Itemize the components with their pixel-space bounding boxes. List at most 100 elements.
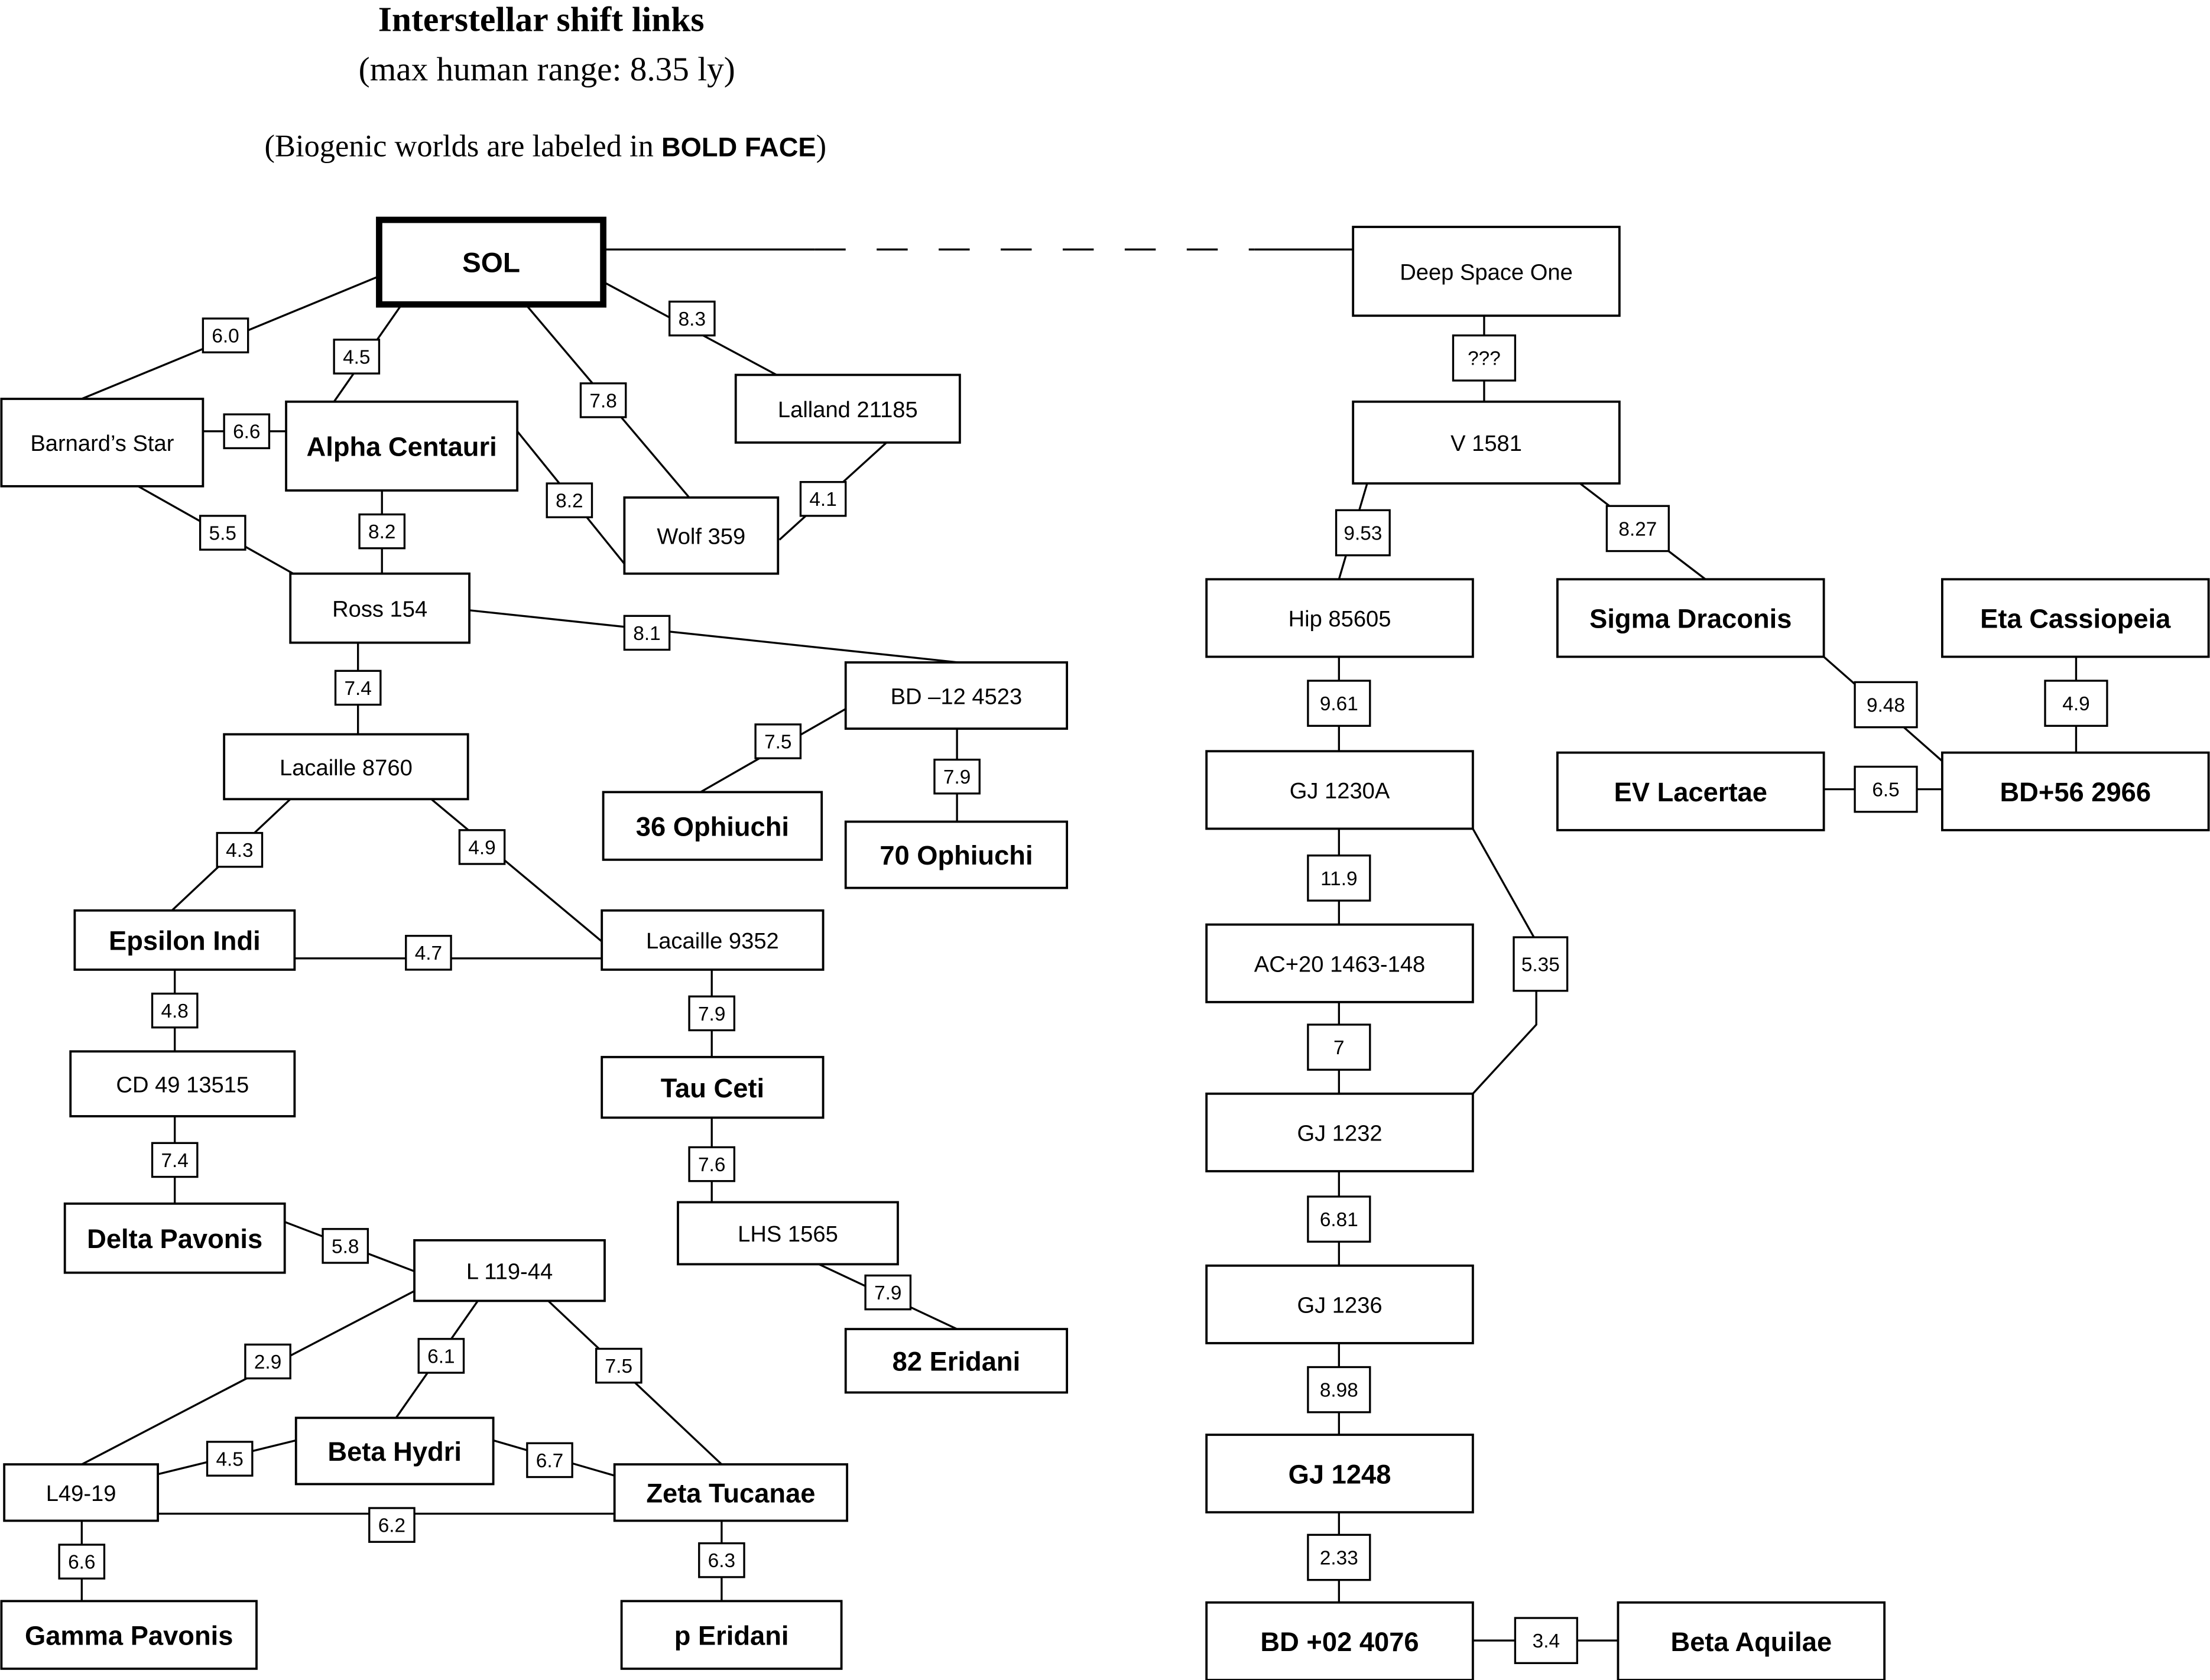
- star-node-lac9352[interactable]: Lacaille 9352: [601, 909, 825, 971]
- distance-label-box: [1307, 1366, 1371, 1413]
- distance-label-ac20-gj1232: 7: [1307, 1023, 1371, 1071]
- star-node-label: BD –12 4523: [891, 684, 1023, 709]
- star-node-gj1232[interactable]: GJ 1232: [1205, 1092, 1474, 1172]
- star-node-evlac[interactable]: EV Lacertae: [1556, 751, 1825, 831]
- star-node-gj1248[interactable]: GJ 1248: [1205, 1434, 1474, 1514]
- edge-line-ross154-bd12: [469, 609, 959, 664]
- star-node-box: [285, 400, 519, 492]
- star-node-box: [0, 398, 205, 488]
- star-node-box: [844, 820, 1069, 889]
- star-node-label: Sigma Draconis: [1589, 604, 1792, 634]
- star-node-sigdra[interactable]: Sigma Draconis: [1556, 578, 1825, 658]
- star-node-box: [69, 1050, 296, 1117]
- star-node-ac20[interactable]: AC+20 1463-148: [1205, 923, 1474, 1003]
- distance-label-sol-alphacen: 4.5: [333, 339, 381, 375]
- star-node-gj1236[interactable]: GJ 1236: [1205, 1264, 1474, 1344]
- star-node-lhs1565[interactable]: LHS 1565: [677, 1201, 899, 1266]
- distance-label-barnard-alphacen: 6.6: [223, 413, 271, 450]
- star-node-bd02[interactable]: BD +02 4076: [1205, 1601, 1474, 1680]
- star-node-label: Zeta Tucanae: [646, 1478, 815, 1508]
- distance-label-box: [1854, 765, 1918, 813]
- star-node-sol[interactable]: SOL: [376, 216, 606, 308]
- star-node-label: Gamma Pavonis: [25, 1620, 233, 1650]
- nodes-layer: SOL Barnard’s Star Alpha Centauri Lalland 2…: [0, 216, 2210, 1680]
- distance-label-box: [405, 935, 452, 971]
- star-node-label: 70 Ophiuchi: [880, 840, 1033, 870]
- star-node-cd49[interactable]: CD 49 13515: [69, 1050, 296, 1117]
- distance-label-box: [546, 482, 593, 518]
- distance-label-box: [623, 615, 671, 651]
- star-node-box: [844, 1328, 1069, 1394]
- star-node-lalland[interactable]: Lalland 21185: [734, 373, 961, 444]
- star-node-box: [376, 216, 606, 308]
- star-node-label: EV Lacertae: [1614, 777, 1767, 807]
- distance-label-box: [333, 339, 381, 375]
- star-node-deltapav[interactable]: Delta Pavonis: [63, 1202, 286, 1274]
- distance-label-text: 9.53: [1343, 522, 1382, 544]
- star-node-label: BD +02 4076: [1260, 1627, 1419, 1657]
- distance-label-box: [199, 515, 246, 551]
- star-node-zetatuc[interactable]: Zeta Tucanae: [613, 1463, 849, 1522]
- star-node-gammapav[interactable]: Gamma Pavonis: [0, 1600, 258, 1670]
- legend-note-suffix: ): [816, 129, 826, 164]
- distance-label-box: [688, 995, 736, 1032]
- star-node-box: [1205, 750, 1474, 830]
- star-node-v1581[interactable]: V 1581: [1352, 400, 1621, 485]
- star-node-barnard[interactable]: Barnard’s Star: [0, 398, 205, 488]
- star-node-box: [1556, 578, 1825, 658]
- star-node-gj1230a[interactable]: GJ 1230A: [1205, 750, 1474, 830]
- distance-label-text: 9.61: [1320, 693, 1358, 715]
- distance-label-box: [754, 723, 802, 759]
- star-node-l119[interactable]: L 119-44: [413, 1239, 606, 1302]
- star-node-bd12[interactable]: BD –12 4523: [844, 661, 1069, 730]
- distance-label-box: [322, 1228, 369, 1264]
- star-node-eri82[interactable]: 82 Eridani: [844, 1328, 1069, 1394]
- star-node-betahyd[interactable]: Beta Hydri: [294, 1416, 495, 1486]
- distance-label-epsind-lac9352: 4.7: [405, 935, 452, 971]
- star-node-label: Barnard’s Star: [30, 431, 174, 456]
- distance-label-text: 6.6: [68, 1552, 95, 1574]
- star-node-alphacen[interactable]: Alpha Centauri: [285, 400, 519, 492]
- distance-label-text: 7.5: [764, 731, 791, 753]
- star-node-oph36[interactable]: 36 Ophiuchi: [602, 791, 823, 861]
- star-node-ross154[interactable]: Ross 154: [289, 572, 470, 644]
- star-node-box: [0, 1600, 258, 1670]
- star-node-box: [1205, 1601, 1474, 1680]
- diagram-title: Interstellar shift links: [378, 0, 705, 38]
- distance-label-box: [368, 1507, 416, 1543]
- star-node-betaaql[interactable]: Beta Aquilae: [1617, 1601, 1886, 1680]
- star-node-label: 82 Eridani: [893, 1346, 1020, 1376]
- distance-label-text: 6.81: [1320, 1209, 1358, 1231]
- distance-label-gj1230a-gj1232: 11.9: [1307, 854, 1371, 902]
- distance-label-text: 11.9: [1320, 868, 1357, 890]
- star-node-label: GJ 1230A: [1290, 778, 1390, 804]
- diagram-subtitle: (max human range: 8.35 ly): [359, 51, 735, 88]
- star-node-l4919[interactable]: L49-19: [3, 1463, 159, 1522]
- star-node-peri[interactable]: p Eridani: [620, 1600, 843, 1670]
- distance-label-box: [864, 1274, 912, 1311]
- star-node-ds1[interactable]: Deep Space One: [1352, 226, 1621, 317]
- star-node-label: GJ 1248: [1289, 1459, 1391, 1489]
- star-node-bd56[interactable]: BD+56 2966: [1941, 751, 2210, 831]
- star-node-box: [1205, 578, 1474, 658]
- distance-label-evlac-bd56: 6.5: [1854, 765, 1918, 813]
- distance-label-box: [698, 1542, 745, 1578]
- distance-label-text: 4.7: [415, 943, 442, 964]
- star-node-wolf359[interactable]: Wolf 359: [623, 496, 780, 575]
- star-node-label: Beta Hydri: [327, 1437, 462, 1467]
- distance-label-lac9352-tauceti: 7.9: [688, 995, 736, 1032]
- distance-label-lac8760-epsind: 4.3: [216, 831, 264, 868]
- star-node-etacas[interactable]: Eta Cassiopeia: [1941, 578, 2210, 658]
- distance-label-box: [1605, 505, 1670, 553]
- distance-label-text: 8.3: [679, 308, 706, 330]
- distance-label-sol-barnard: 6.0: [202, 317, 249, 353]
- legend-note: (Biogenic worlds are labeled in BOLD FAC…: [265, 129, 827, 164]
- star-node-lac8760[interactable]: Lacaille 8760: [223, 733, 469, 801]
- star-node-epsind[interactable]: Epsilon Indi: [73, 909, 296, 971]
- star-node-tauceti[interactable]: Tau Ceti: [601, 1055, 825, 1119]
- star-node-oph70[interactable]: 70 Ophiuchi: [844, 820, 1069, 889]
- star-node-hip[interactable]: Hip 85605: [1205, 578, 1474, 658]
- star-node-label: Ross 154: [332, 596, 427, 622]
- distance-label-text: 7.9: [698, 1003, 725, 1025]
